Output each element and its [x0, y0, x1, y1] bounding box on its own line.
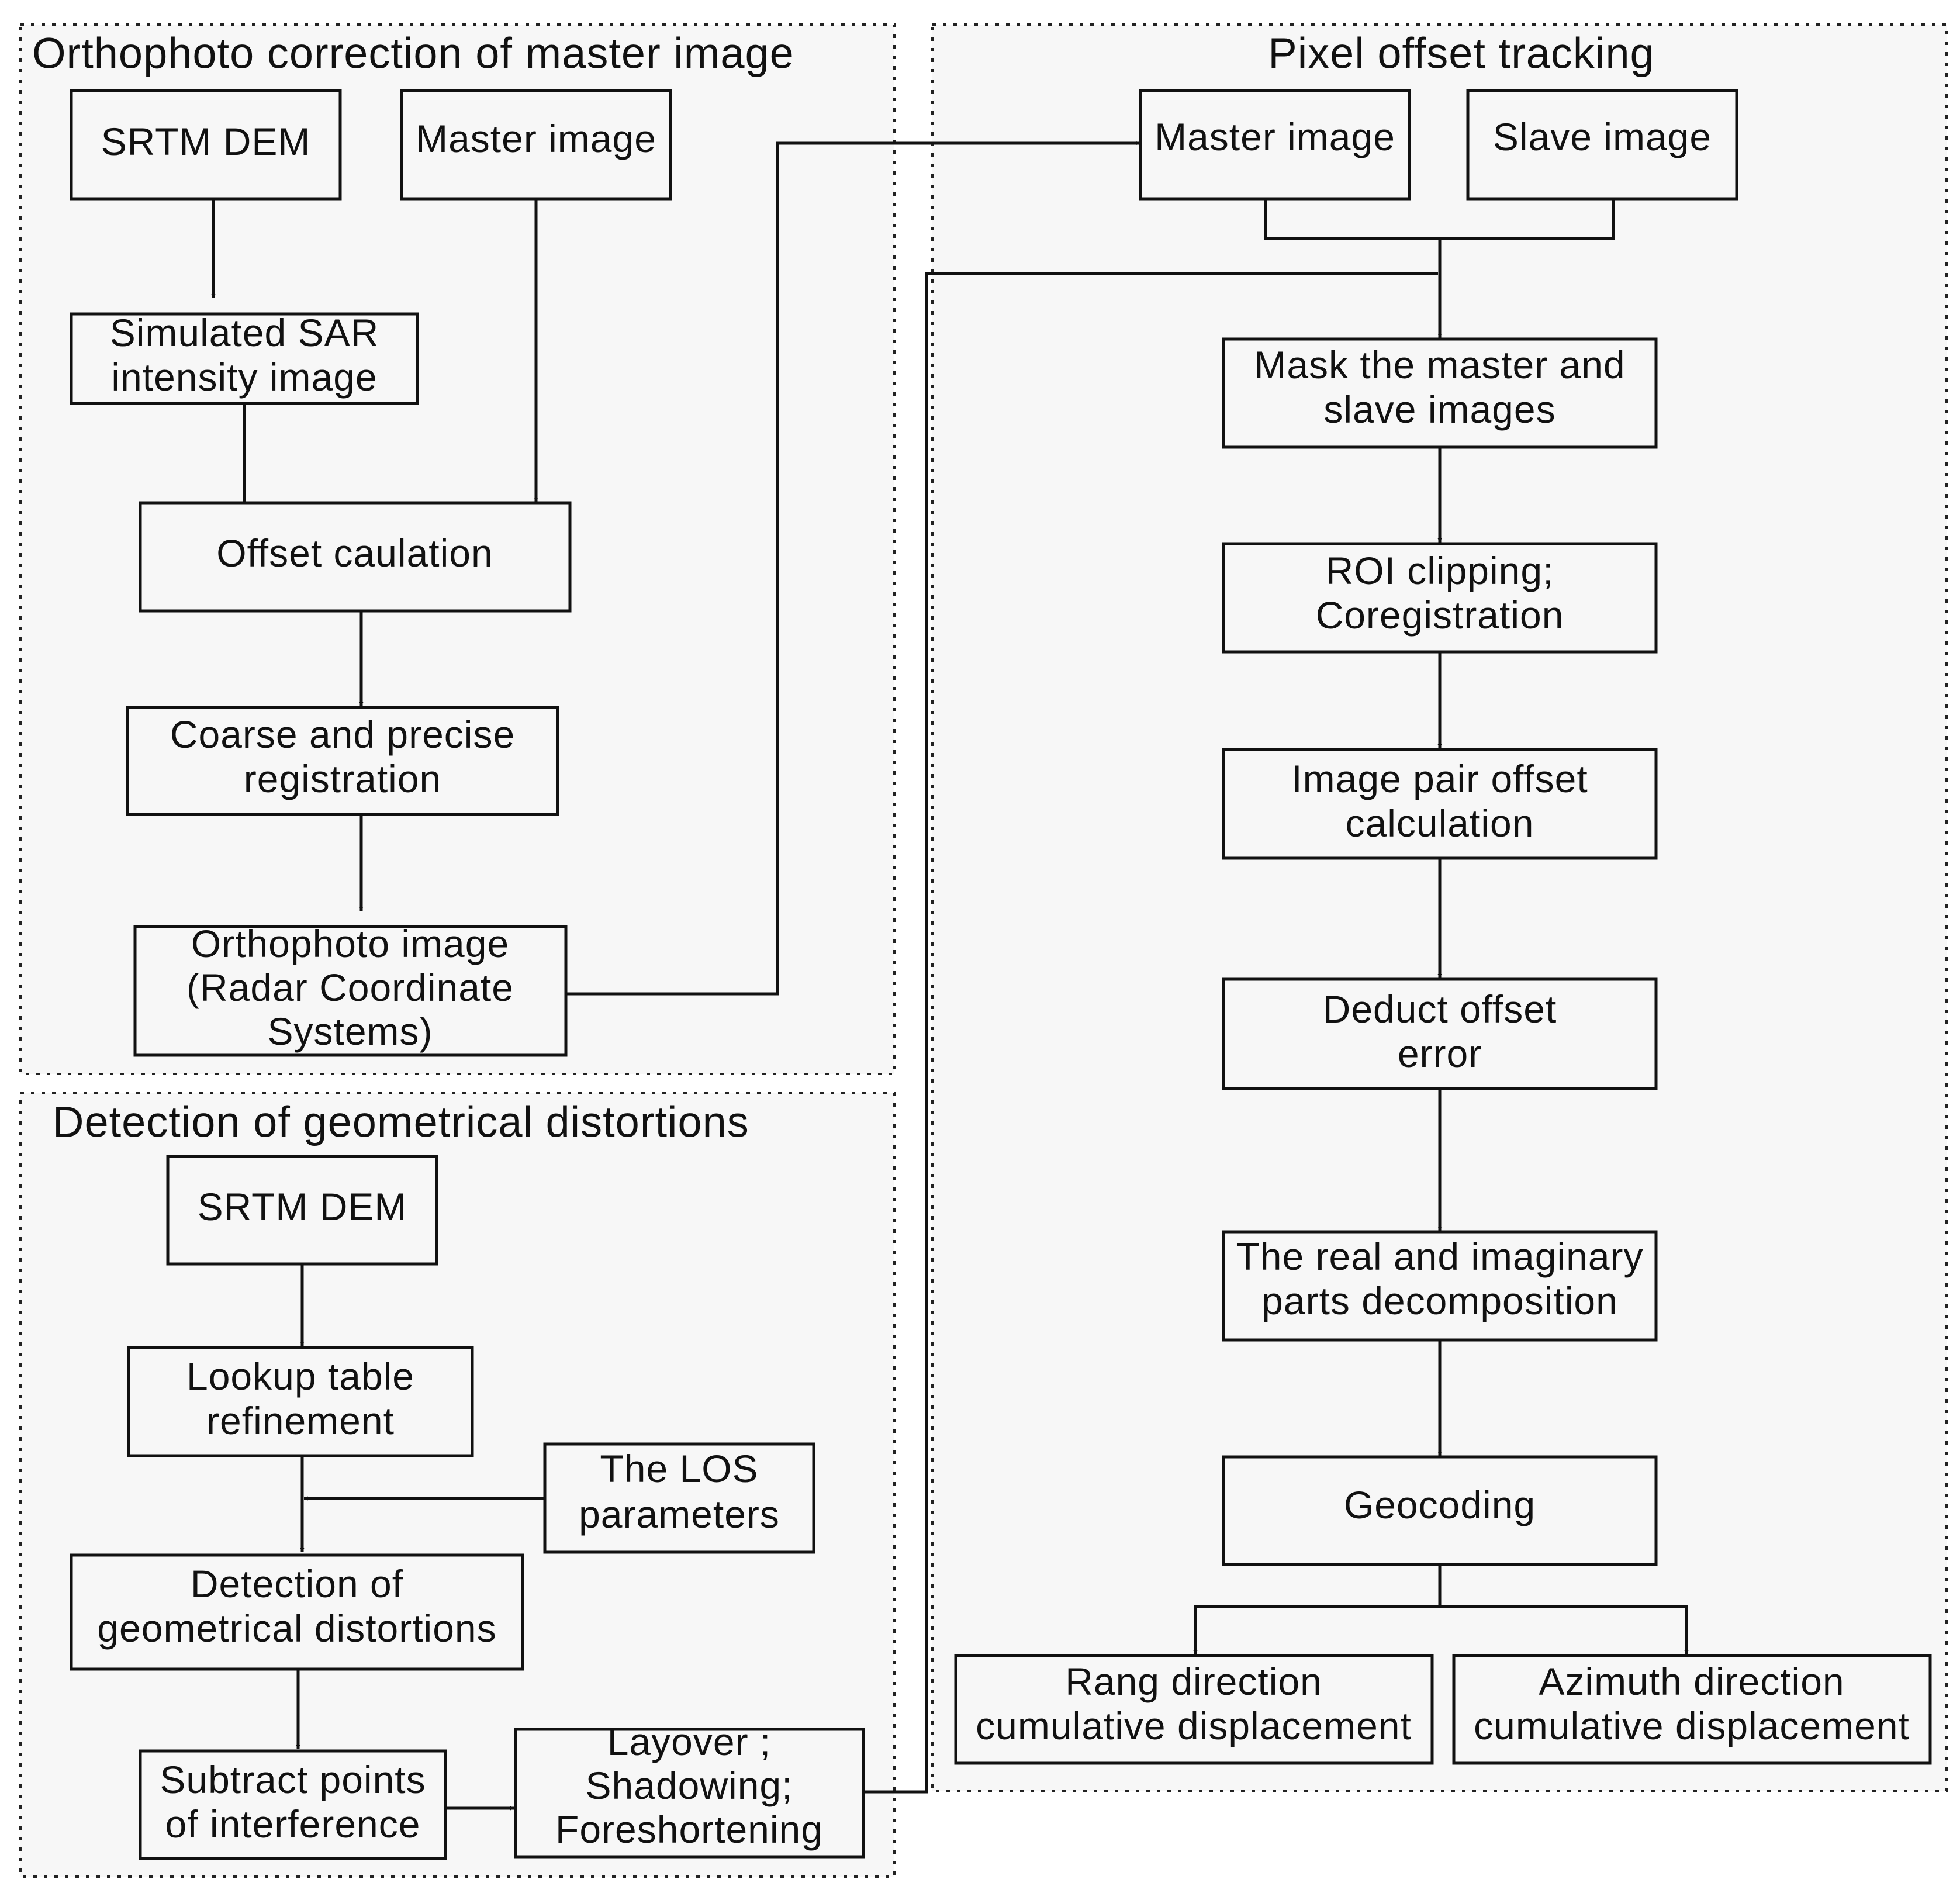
- node-srtm-dem-1: SRTM DEM: [70, 89, 342, 201]
- panel-title-ortho: Orthophoto correction of master image: [32, 29, 794, 78]
- svg-text:Orthophoto image(Radar Coordin: Orthophoto image(Radar CoordinateSystems…: [186, 922, 514, 1053]
- node-slave-image: Slave image: [1466, 89, 1738, 201]
- svg-text:SRTM DEM: SRTM DEM: [101, 120, 311, 163]
- node-master-image-2: Master image: [1139, 89, 1411, 201]
- node-srtm-dem-2: SRTM DEM: [166, 1155, 438, 1266]
- edge-ortho-to-master2: [566, 141, 1140, 996]
- svg-text:Master image: Master image: [416, 117, 656, 160]
- svg-text:Geocoding: Geocoding: [1344, 1483, 1536, 1526]
- edge-geocoding-to-azimuth: [1440, 1605, 1689, 1654]
- panel-title-pixel: Pixel offset tracking: [1268, 29, 1654, 78]
- edge-geocoding-to-range: [1193, 1605, 1440, 1654]
- node-roi: ROI clipping;Coregistration: [1222, 542, 1658, 654]
- node-offset-calculation: Offset caulation: [139, 501, 572, 613]
- svg-text:Master image: Master image: [1154, 115, 1395, 158]
- svg-text:Layover ;Shadowing;Foreshorten: Layover ;Shadowing;Foreshortening: [555, 1720, 823, 1851]
- node-master-image-1: Master image: [400, 89, 672, 201]
- svg-text:Offset caulation: Offset caulation: [216, 531, 493, 575]
- node-layover: Layover ;Shadowing;Foreshortening: [514, 1720, 865, 1859]
- node-geocoding: Geocoding: [1222, 1455, 1658, 1566]
- edge-layover-to-mask: [864, 271, 1438, 1794]
- edges: [211, 141, 1689, 1811]
- svg-text:Slave image: Slave image: [1493, 115, 1712, 158]
- svg-text:ROI clipping;Coregistration: ROI clipping;Coregistration: [1316, 549, 1564, 637]
- panel-title-detect: Detection of geometrical distortions: [53, 1098, 749, 1146]
- svg-text:SRTM DEM: SRTM DEM: [198, 1185, 407, 1228]
